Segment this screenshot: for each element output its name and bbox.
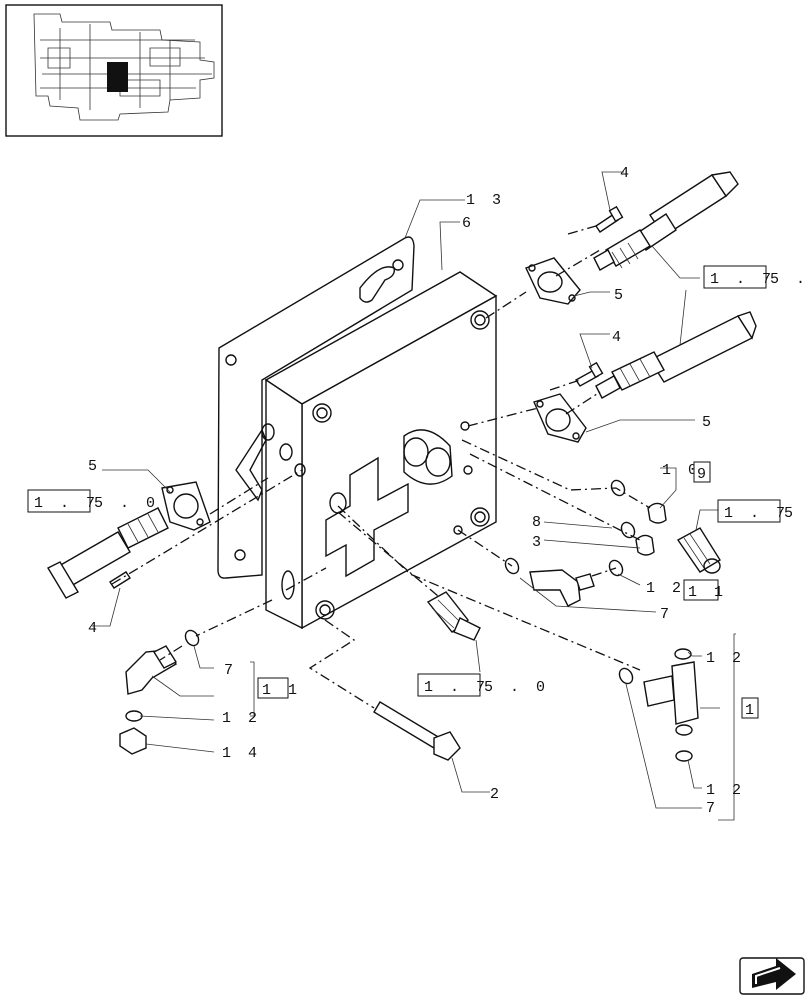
callout-10: 1 0 [662, 462, 701, 479]
callout-4-top: 4 [620, 165, 633, 182]
reference-11-center: 1 1 [683, 579, 727, 601]
callout-5-middle: 5 [702, 414, 715, 431]
reference-9: 9 [693, 461, 711, 483]
reference-175-left: 1 . 7 5 . 0 [27, 489, 159, 513]
assembly-lines [111, 225, 651, 709]
tee-fitting [643, 661, 699, 736]
pressure-sensor-right [676, 527, 721, 574]
callout-3: 3 [532, 534, 545, 551]
gasket-plate [217, 236, 415, 579]
reference-11-left: 1 1 [257, 677, 301, 699]
callout-7-center: 7 [660, 606, 673, 623]
svg-text:1: 1 [745, 702, 758, 719]
svg-text:5 . 0: 5 . 0 [94, 495, 159, 512]
callout-7-left: 7 [224, 662, 237, 679]
screw-top [595, 205, 624, 233]
callout-6: 6 [462, 215, 475, 232]
reference-1: 1 [741, 697, 759, 719]
callouts: 1 3 6 4 5 4 5 5 4 1 0 8 3 1 2 7 7 1 2 1 … [88, 165, 745, 817]
reference-175-center: 1 . 7 5 . 0 [417, 673, 549, 697]
flange-left [161, 481, 211, 531]
callout-12-tee-bottom: 1 2 [706, 782, 745, 799]
screw-left [109, 571, 131, 589]
callout-8: 8 [532, 514, 545, 531]
svg-text:1 . 7: 1 . 7 [724, 505, 789, 522]
solenoid-valve-top [593, 171, 739, 271]
reference-175-right: 1 . 7 5 . [717, 499, 812, 523]
svg-text:1 . 7: 1 . 7 [710, 271, 775, 288]
flange-top [525, 257, 581, 305]
elbow-fitting-center [529, 569, 595, 607]
svg-text:1 1: 1 1 [688, 584, 727, 601]
leader-lines [92, 171, 736, 821]
long-bolt [373, 701, 461, 761]
callout-2: 2 [490, 786, 503, 803]
reference-175-top: 1 . 7 5 . [703, 265, 809, 289]
next-page-icon[interactable] [739, 957, 805, 995]
svg-text:5 .: 5 . [770, 271, 809, 288]
callout-12-center: 1 2 [646, 580, 685, 597]
callout-14: 1 4 [222, 745, 261, 762]
callout-12-tee-top: 1 2 [706, 650, 745, 667]
solenoid-valve-middle [595, 311, 757, 399]
callout-4-left: 4 [88, 620, 101, 637]
pressure-sensor-center [426, 591, 481, 641]
svg-text:5 . 0: 5 . 0 [484, 679, 549, 696]
locator-thumbnail [5, 4, 223, 137]
callout-7-tee: 7 [706, 800, 719, 817]
svg-text:9: 9 [697, 466, 710, 483]
callout-13: 1 3 [466, 192, 505, 209]
svg-text:1 1: 1 1 [262, 682, 301, 699]
callout-12-left: 1 2 [222, 710, 261, 727]
svg-text:1 . 7: 1 . 7 [34, 495, 99, 512]
svg-text:5 .: 5 . [784, 505, 812, 522]
svg-text:1 . 7: 1 . 7 [424, 679, 489, 696]
plug-10 [647, 502, 667, 524]
callout-5-left: 5 [88, 458, 101, 475]
flange-middle [533, 393, 587, 443]
callout-4-middle: 4 [612, 329, 625, 346]
solenoid-valve-left [47, 507, 169, 599]
screw-middle [574, 361, 604, 387]
nut [119, 727, 147, 755]
elbow-fitting-left [125, 645, 178, 695]
callout-5-top: 5 [614, 287, 627, 304]
plug-3 [635, 534, 655, 556]
valve-block [235, 271, 498, 630]
